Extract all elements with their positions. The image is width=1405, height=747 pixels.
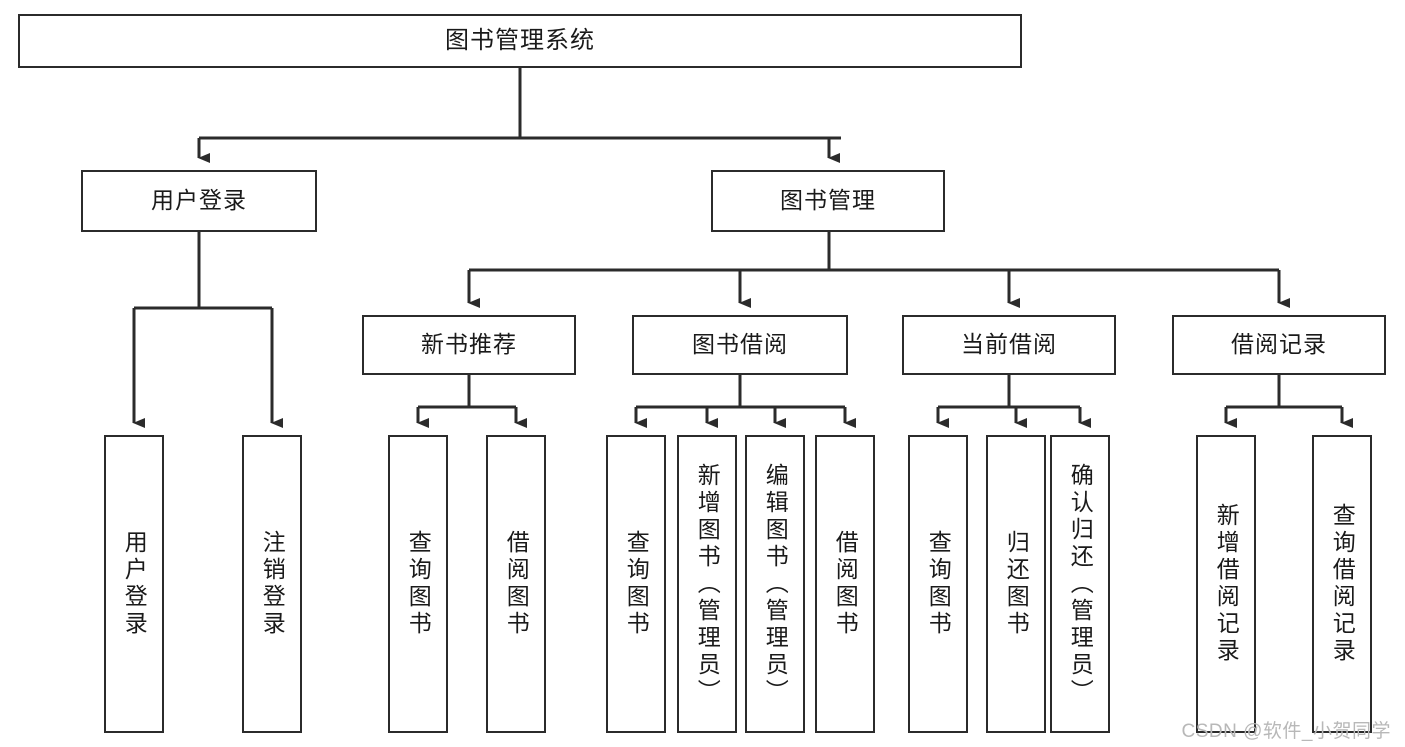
node-leaf-borrow-book-1-label: 借阅图书 [503, 530, 530, 638]
node-leaf-query-book-1[interactable]: 查询图书 [388, 435, 448, 733]
node-leaf-add-record[interactable]: 新增借阅记录 [1196, 435, 1256, 733]
node-new-book-rec[interactable]: 新书推荐 [362, 315, 576, 375]
node-leaf-query-book-1-label: 查询图书 [405, 530, 432, 638]
node-root[interactable]: 图书管理系统 [18, 14, 1022, 68]
node-leaf-logout[interactable]: 注销登录 [242, 435, 302, 733]
node-leaf-confirm-return-label: 确认归还（管理员） [1067, 462, 1094, 706]
node-leaf-add-book-label: 新增图书（管理员） [694, 462, 721, 706]
node-leaf-return-book[interactable]: 归还图书 [986, 435, 1046, 733]
node-current-borrow-label: 当前借阅 [961, 331, 1057, 358]
node-leaf-confirm-return[interactable]: 确认归还（管理员） [1050, 435, 1110, 733]
node-new-book-rec-label: 新书推荐 [421, 331, 517, 358]
node-user-login-label: 用户登录 [151, 187, 247, 214]
node-book-borrow[interactable]: 图书借阅 [632, 315, 848, 375]
node-leaf-add-record-label: 新增借阅记录 [1213, 503, 1240, 665]
node-leaf-return-book-label: 归还图书 [1003, 530, 1030, 638]
node-current-borrow[interactable]: 当前借阅 [902, 315, 1116, 375]
node-leaf-borrow-book-1[interactable]: 借阅图书 [486, 435, 546, 733]
node-leaf-query-book-2-label: 查询图书 [623, 530, 650, 638]
node-leaf-borrow-book-2[interactable]: 借阅图书 [815, 435, 875, 733]
node-leaf-logout-label: 注销登录 [259, 530, 286, 638]
node-leaf-add-book[interactable]: 新增图书（管理员） [677, 435, 737, 733]
node-borrow-record[interactable]: 借阅记录 [1172, 315, 1386, 375]
node-leaf-user-login[interactable]: 用户登录 [104, 435, 164, 733]
node-leaf-query-book-3-label: 查询图书 [925, 530, 952, 638]
csdn-watermark: CSDN @软件_小贺同学 [1181, 721, 1391, 742]
node-leaf-query-book-3[interactable]: 查询图书 [908, 435, 968, 733]
node-book-manage[interactable]: 图书管理 [711, 170, 945, 232]
node-leaf-borrow-book-2-label: 借阅图书 [832, 530, 859, 638]
node-leaf-query-record-label: 查询借阅记录 [1329, 503, 1356, 665]
node-book-manage-label: 图书管理 [780, 187, 876, 214]
node-leaf-user-login-label: 用户登录 [121, 530, 148, 638]
node-leaf-query-book-2[interactable]: 查询图书 [606, 435, 666, 733]
node-leaf-edit-book-label: 编辑图书（管理员） [762, 462, 789, 706]
node-leaf-edit-book[interactable]: 编辑图书（管理员） [745, 435, 805, 733]
node-leaf-query-record[interactable]: 查询借阅记录 [1312, 435, 1372, 733]
node-user-login[interactable]: 用户登录 [81, 170, 317, 232]
node-root-label: 图书管理系统 [445, 26, 595, 54]
node-borrow-record-label: 借阅记录 [1231, 331, 1327, 358]
node-book-borrow-label: 图书借阅 [692, 331, 788, 358]
